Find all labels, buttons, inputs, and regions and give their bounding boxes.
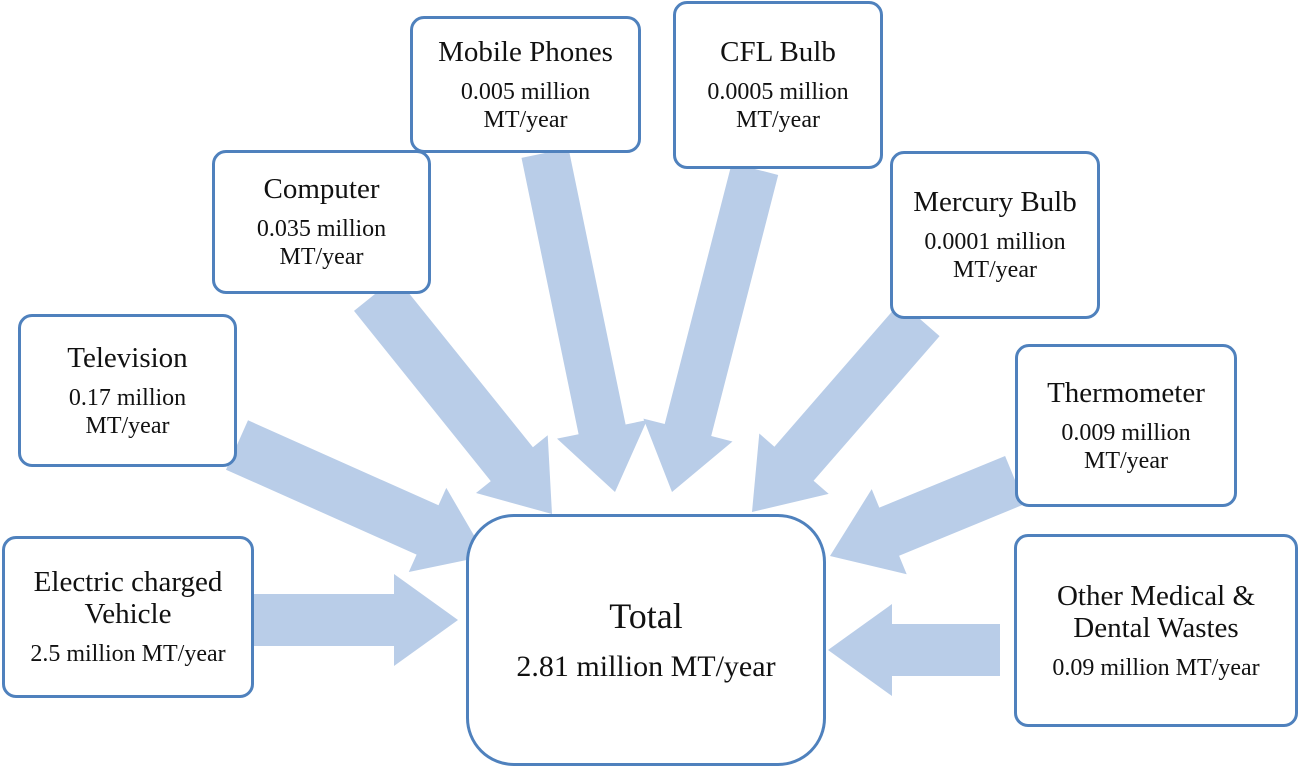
source-box-thermometer: Thermometer 0.009 million MT/year bbox=[1015, 344, 1237, 507]
arrow-medical-dental bbox=[828, 604, 1000, 696]
arrow-electric-vehicle bbox=[254, 574, 458, 666]
total-box: Total 2.81 million MT/year bbox=[466, 514, 826, 766]
source-box-medical-dental: Other Medical & Dental Wastes 0.09 milli… bbox=[1014, 534, 1298, 727]
source-value: 0.0005 million MT/year bbox=[707, 79, 849, 133]
source-value: 0.09 million MT/year bbox=[1052, 654, 1260, 681]
source-box-mobile-phones: Mobile Phones 0.005 million MT/year bbox=[410, 16, 641, 153]
arrow-television bbox=[226, 420, 486, 572]
arrow-mercury-bulb bbox=[752, 301, 940, 512]
source-value: 0.005 million MT/year bbox=[460, 78, 591, 133]
arrow-mobile-phones bbox=[521, 148, 648, 492]
source-box-electric-vehicle: Electric charged Vehicle 2.5 million MT/… bbox=[2, 536, 254, 698]
source-value: 0.17 million MT/year bbox=[68, 384, 187, 439]
total-value: 2.81 million MT/year bbox=[516, 650, 776, 683]
arrow-computer bbox=[354, 277, 552, 514]
source-value: 2.5 million MT/year bbox=[30, 641, 226, 667]
source-title: Mercury Bulb bbox=[913, 186, 1077, 218]
source-value: 0.009 million MT/year bbox=[1061, 419, 1191, 474]
source-box-computer: Computer 0.035 million MT/year bbox=[212, 150, 431, 294]
source-box-mercury-bulb: Mercury Bulb 0.0001 million MT/year bbox=[890, 151, 1100, 319]
source-box-cfl-bulb: CFL Bulb 0.0005 million MT/year bbox=[673, 1, 883, 169]
source-value: 0.0001 million MT/year bbox=[924, 229, 1066, 283]
source-title: Mobile Phones bbox=[438, 35, 613, 68]
source-title: Thermometer bbox=[1047, 376, 1205, 409]
total-title: Total bbox=[609, 596, 683, 636]
source-title: Other Medical & Dental Wastes bbox=[1056, 579, 1256, 644]
source-title: CFL Bulb bbox=[720, 36, 836, 68]
source-value: 0.035 million MT/year bbox=[256, 216, 387, 270]
arrow-cfl-bulb bbox=[643, 163, 779, 492]
source-title: Computer bbox=[263, 173, 380, 205]
source-box-television: Television 0.17 million MT/year bbox=[18, 314, 237, 467]
source-title: Television bbox=[67, 341, 188, 374]
arrow-thermometer bbox=[830, 456, 1025, 575]
source-title: Electric charged Vehicle bbox=[33, 566, 223, 630]
